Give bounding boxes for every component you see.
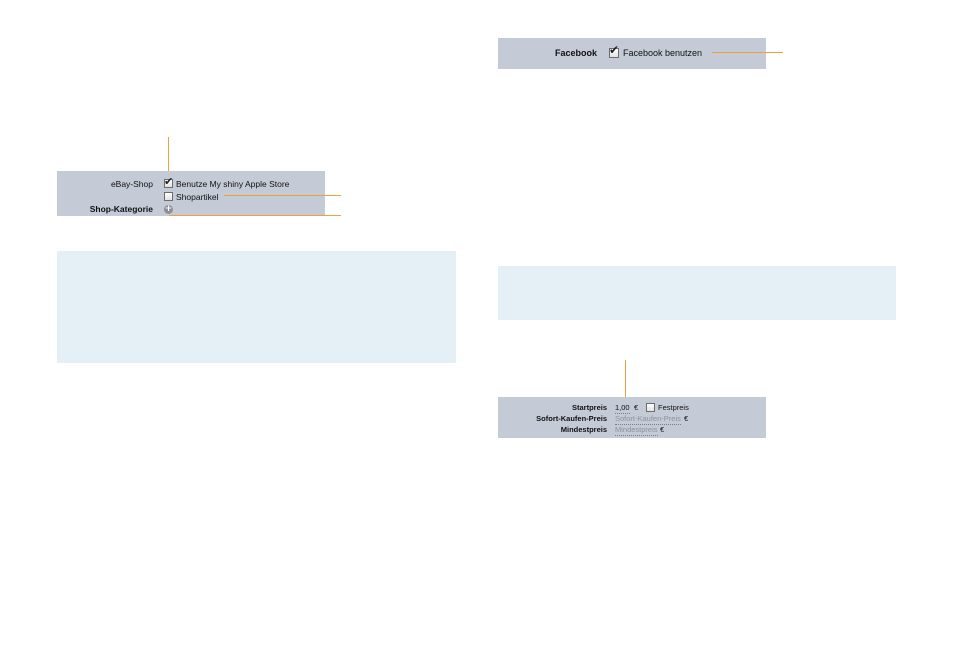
- callout-line-shop-category: [169, 215, 341, 216]
- callout-line-facebook: [712, 52, 783, 53]
- checkmark-icon: ✔: [164, 175, 174, 188]
- ebay-shop-panel: eBay-Shop ✔ Benutze My shiny Apple Store…: [57, 171, 325, 216]
- start-price-currency: €: [634, 403, 639, 412]
- checkmark-icon: ✔: [609, 43, 620, 57]
- buy-now-price-label: Sofort-Kaufen-Preis: [536, 414, 607, 423]
- buy-now-price-currency: €: [684, 414, 689, 423]
- fixed-price-checkbox[interactable]: [646, 403, 655, 412]
- info-box-left: [57, 251, 456, 363]
- buy-now-price-input[interactable]: Sofort-Kaufen-Preis: [615, 414, 681, 425]
- callout-line-start-price: [625, 360, 626, 400]
- facebook-label: Facebook: [554, 48, 597, 58]
- start-price-label: Startpreis: [571, 403, 607, 412]
- facebook-use-checkbox[interactable]: ✔: [609, 43, 620, 58]
- use-store-label: Benutze My shiny Apple Store: [176, 179, 290, 189]
- info-box-right: [498, 266, 896, 320]
- min-price-currency: €: [660, 425, 665, 434]
- shop-category-label: Shop-Kategorie: [89, 204, 153, 214]
- facebook-use-label: Facebook benutzen: [623, 48, 703, 58]
- callout-line-use-store: [168, 137, 169, 178]
- shop-article-label: Shopartikel: [176, 192, 219, 202]
- min-price-input[interactable]: Mindestpreis: [615, 425, 658, 436]
- facebook-panel: Facebook ✔ Facebook benutzen: [498, 38, 766, 69]
- min-price-label: Mindestpreis: [560, 425, 607, 434]
- plus-circle-icon[interactable]: +: [164, 204, 173, 214]
- ebay-shop-label: eBay-Shop: [110, 179, 153, 189]
- pricing-panel: Startpreis 1,00 € Festpreis Sofort-Kaufe…: [498, 397, 766, 438]
- use-store-checkbox[interactable]: ✔: [164, 175, 174, 188]
- fixed-price-label: Festpreis: [658, 403, 689, 412]
- callout-line-shop-article: [224, 195, 341, 196]
- shop-article-checkbox[interactable]: [164, 192, 173, 201]
- start-price-input[interactable]: 1,00: [615, 403, 630, 414]
